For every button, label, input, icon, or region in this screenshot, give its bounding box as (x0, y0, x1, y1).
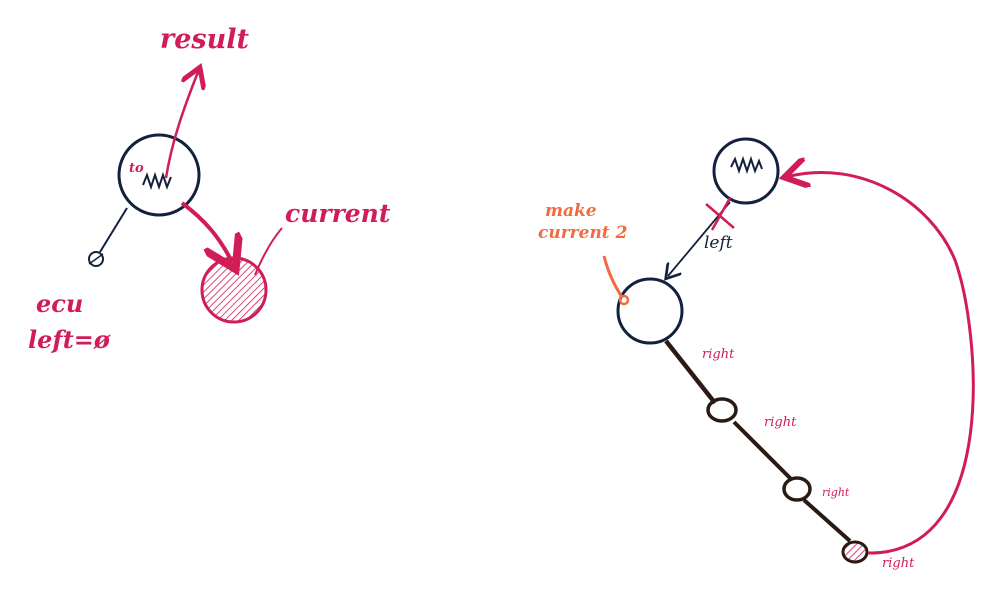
right-label-1: right (702, 347, 735, 362)
current2-node (616, 277, 684, 345)
null-child-node (88, 251, 104, 267)
annotation-pointer-end (618, 294, 630, 306)
annotation-pointer (602, 255, 624, 298)
top-node (712, 137, 780, 205)
right-label-2: right (764, 415, 797, 430)
annotation-line1: make (545, 201, 597, 221)
right-child-node-3 (841, 540, 869, 564)
left-edge-label: left (704, 233, 733, 253)
left-diagram: to result ecu left=ø current (28, 24, 391, 354)
right-label-3: right (822, 486, 850, 499)
right-label-4: right (882, 556, 915, 571)
right-child-node-1 (706, 397, 738, 423)
top-node-scribble (730, 155, 763, 175)
relink-arrow (790, 172, 975, 555)
current-label: current (285, 199, 391, 228)
right-chain (664, 339, 852, 543)
current-node (200, 256, 268, 324)
to-current-arrow (180, 201, 232, 262)
null-note-line1: ecu (36, 289, 83, 318)
annotation-line2: current 2 (538, 223, 628, 243)
null-note-line2: left=ø (28, 325, 111, 354)
null-child-edge (99, 207, 128, 253)
null-child-slash (88, 253, 104, 265)
right-diagram: left make current 2 right right right ri… (538, 137, 975, 571)
right-child-node-2 (782, 476, 812, 502)
root-node-mark: to (129, 161, 144, 176)
result-arrow (164, 72, 198, 179)
current-pointer (254, 227, 283, 276)
result-label: result (160, 24, 249, 55)
left-edge-cross (705, 197, 735, 231)
root-node (117, 133, 201, 217)
root-node-scribble (142, 171, 172, 191)
